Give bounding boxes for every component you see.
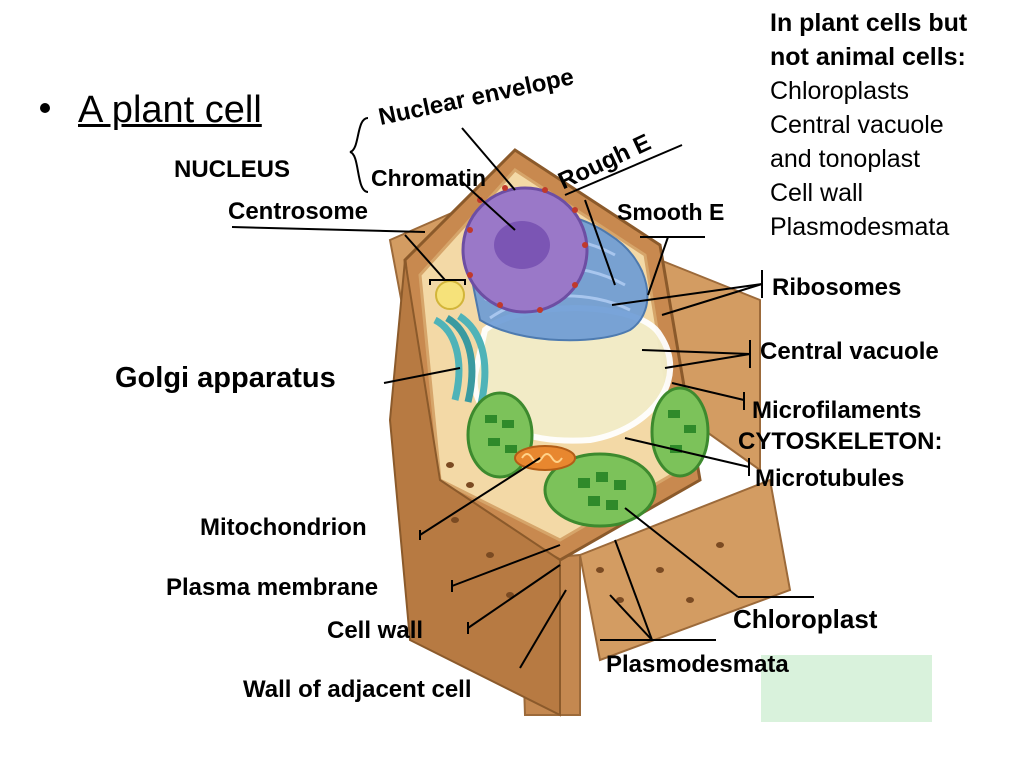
mitochondrion <box>514 445 576 471</box>
centrosome <box>435 280 465 310</box>
label-ribosomes: Ribosomes <box>772 274 902 301</box>
label-plasmodesmata: Plasmodesmata <box>606 651 789 678</box>
label-microfilaments: Microfilaments <box>752 397 922 424</box>
infobox-item: Central vacuole <box>770 111 944 139</box>
nucleus <box>461 185 589 314</box>
plant-only-organelles-box: In plant cells but not animal cells: Chl… <box>770 6 1020 244</box>
label-mitochondrion: Mitochondrion <box>200 514 367 541</box>
chloroplasts <box>466 386 710 528</box>
golgi-apparatus <box>433 313 489 405</box>
slide-bullet: A plant cell <box>40 88 262 132</box>
label-wall-of-adjacent-cell: Wall of adjacent cell <box>243 676 472 703</box>
label-chromatin: Chromatin <box>371 165 486 191</box>
label-chloroplast: Chloroplast <box>733 604 878 634</box>
infobox-item: Chloroplasts <box>770 77 909 105</box>
label-golgi-apparatus: Golgi apparatus <box>115 362 336 394</box>
label-plasma-membrane: Plasma membrane <box>166 574 379 601</box>
leader-lines <box>231 117 814 669</box>
infobox-item: Plasmodesmata <box>770 213 950 241</box>
label-cytoskeleton: CYTOSKELETON: <box>738 428 943 455</box>
bullet-text: A plant cell <box>78 89 262 131</box>
highlight-box <box>761 655 932 722</box>
label-central-vacuole: Central vacuole <box>760 338 939 365</box>
label-nucleus: NUCLEUS <box>174 156 291 183</box>
bullet-dot <box>40 102 50 113</box>
label-centrosome: Centrosome <box>228 198 369 225</box>
infobox-heading-line1: In plant cells but <box>770 9 968 37</box>
infobox-heading-line2: not animal cells: <box>770 43 966 71</box>
infobox-item: Cell wall <box>770 179 864 207</box>
label-smooth-er: Smooth E <box>617 199 725 225</box>
label-microtubules: Microtubules <box>755 465 905 492</box>
label-cell-wall: Cell wall <box>327 617 424 644</box>
infobox-item: and tonoplast <box>770 145 921 173</box>
